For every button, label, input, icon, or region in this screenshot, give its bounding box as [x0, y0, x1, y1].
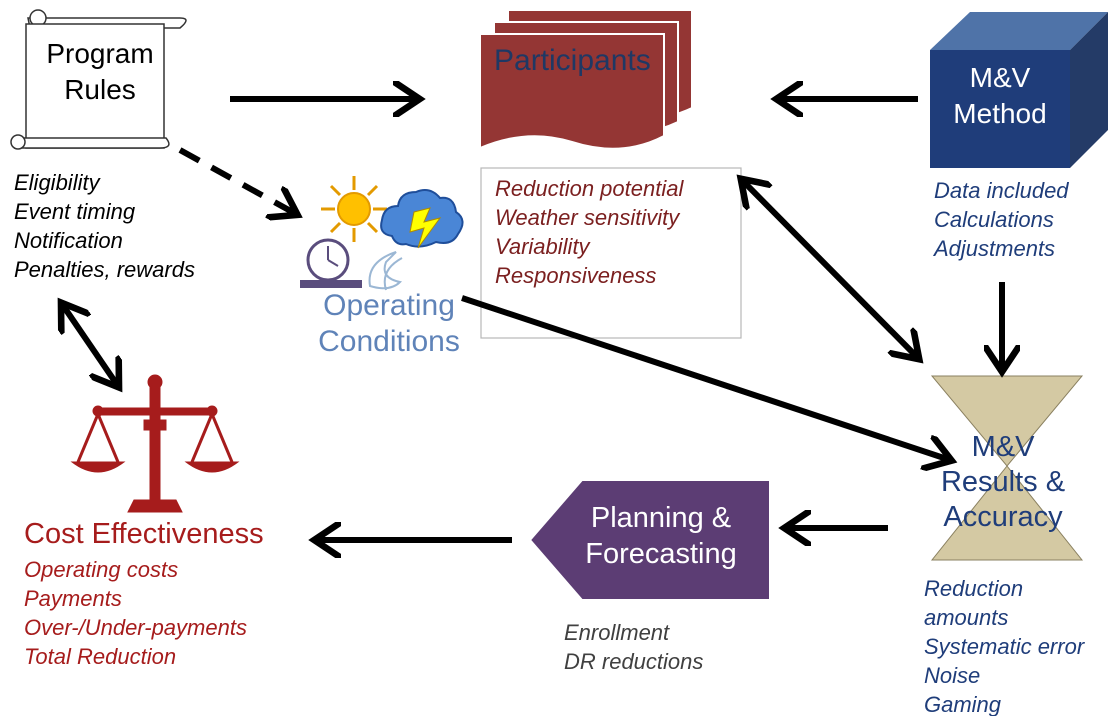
participants-box	[480, 167, 742, 339]
list-item: Enrollment	[564, 620, 670, 645]
arrow-participants-results	[742, 180, 918, 358]
list-item: Noise	[924, 663, 981, 688]
planning-shape	[528, 479, 771, 601]
list-item: Payments	[24, 586, 122, 611]
list-item: Calculations	[934, 207, 1054, 232]
list-item: Responsiveness	[495, 263, 657, 288]
list-item: Adjustments	[934, 236, 1056, 261]
list-item: DR reductions	[564, 649, 704, 674]
list-item: Variability	[495, 234, 590, 259]
list-item: Reduction	[924, 576, 1024, 601]
list-item: Weather sensitivity	[495, 205, 680, 230]
list-item: Penalties, rewards	[14, 257, 195, 282]
list-item: Systematic error	[924, 634, 1085, 659]
participants-list: Reduction potential Weather sensitivity …	[495, 174, 683, 290]
list-item: Reduction potential	[495, 176, 684, 201]
planning-list: Enrollment DR reductions	[564, 618, 703, 676]
mv-results-list: Reduction amounts Systematic error Noise…	[924, 574, 1084, 716]
wind-icon	[368, 251, 403, 291]
list-item: Data included	[934, 178, 1069, 203]
documents-icon	[479, 9, 693, 150]
storm-cloud-icon	[380, 189, 464, 249]
list-item: Total Reduction	[24, 644, 177, 669]
mv-results-title: M&V Results & Accuracy	[940, 431, 1066, 533]
arrow-rules-cost	[62, 304, 118, 386]
scales-icon	[70, 374, 240, 513]
list-item: Eligibility	[14, 170, 100, 195]
list-item: Notification	[14, 228, 123, 253]
sun-icon	[321, 176, 387, 242]
mv-method-list: Data included Calculations Adjustments	[934, 176, 1069, 263]
mv-method-title: M&V Method	[953, 62, 1047, 129]
list-item: Operating costs	[24, 557, 179, 582]
participants-title: Participants	[494, 44, 651, 77]
operating-conditions-title: Operating Conditions	[318, 289, 460, 358]
clock-icon	[300, 238, 362, 288]
list-item: Event timing	[14, 199, 136, 224]
list-item: Over-/Under-payments	[24, 615, 247, 640]
list-item: Gaming	[924, 692, 1002, 716]
arrow-conditions-to-results	[461, 295, 950, 460]
scroll-icon	[10, 9, 187, 150]
cost-effectiveness-title: Cost Effectiveness	[24, 518, 264, 550]
arrow-rules-to-conditions	[178, 147, 296, 214]
cube-icon	[930, 12, 1108, 168]
planning-title: Planning & Forecasting	[585, 502, 737, 570]
program-rules-list: Eligibility Event timing Notification Pe…	[14, 168, 195, 284]
cost-effectiveness-list: Operating costs Payments Over-/Under-pay…	[24, 555, 247, 671]
list-item: amounts	[924, 605, 1009, 630]
program-rules-title: Program Rules	[46, 38, 154, 105]
